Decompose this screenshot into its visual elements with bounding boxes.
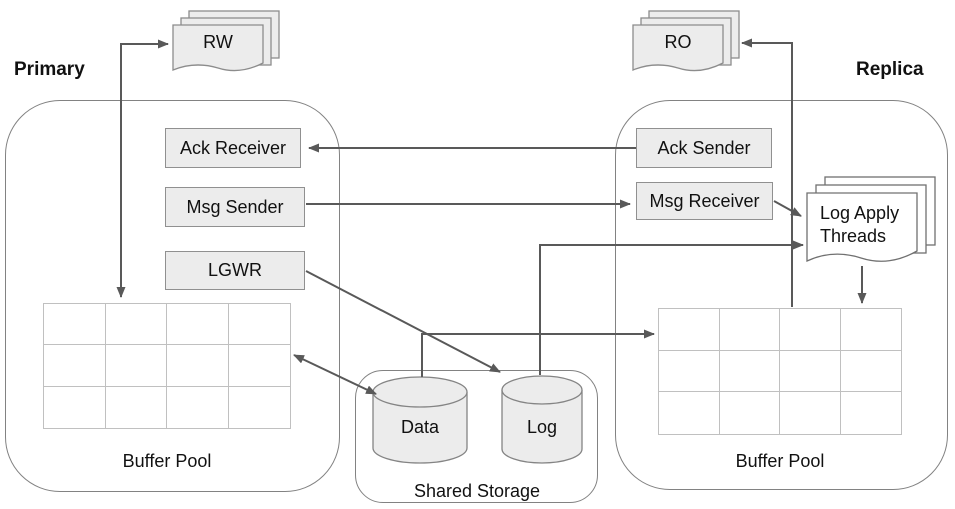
rw-label: RW	[203, 32, 233, 52]
replica-buffer-pool-label: Buffer Pool	[735, 451, 825, 471]
primary-buffer-pool-grid	[43, 303, 291, 429]
ro-label: RO	[664, 32, 692, 52]
msg-sender-box: Msg Sender	[165, 187, 305, 227]
lgwr-box: LGWR	[165, 251, 305, 290]
ack-sender-box: Ack Sender	[636, 128, 772, 168]
shared-storage-label: Shared Storage	[413, 481, 541, 501]
msg-receiver-label: Msg Receiver	[649, 190, 760, 211]
lgwr-label: LGWR	[208, 260, 262, 280]
primary-region-label: Primary	[14, 59, 85, 80]
log-apply-threads-label: Log Apply Threads	[820, 203, 900, 247]
ack-receiver-box: Ack Receiver	[165, 128, 301, 168]
ack-sender-label: Ack Sender	[657, 137, 751, 158]
replica-buffer-pool-grid	[658, 308, 902, 435]
primary-buffer-pool-label: Buffer Pool	[122, 451, 212, 471]
log-cylinder-label: Log	[526, 417, 558, 437]
msg-sender-label: Msg Sender	[186, 196, 284, 217]
msg-receiver-box: Msg Receiver	[636, 182, 773, 220]
replica-region-label: Replica	[856, 59, 924, 80]
data-cylinder-label: Data	[400, 417, 440, 437]
ack-receiver-label: Ack Receiver	[179, 137, 287, 158]
